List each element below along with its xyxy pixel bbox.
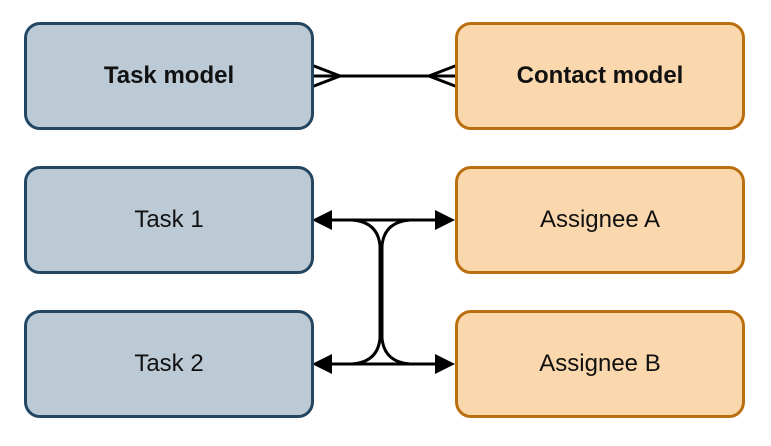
task-2-label: Task 2	[134, 350, 204, 377]
assignee-b-node[interactable]: Assignee B	[455, 310, 745, 418]
crows-foot-left-icon	[312, 64, 345, 88]
arrow-left-task1-icon	[312, 210, 332, 230]
contact-model-label: Contact model	[516, 62, 684, 89]
instance-relationship-connectors	[326, 218, 441, 366]
arrow-right-assigneeB-icon	[435, 354, 455, 374]
task-model-label: Task model	[103, 62, 235, 89]
arrow-left-task2-icon	[312, 354, 332, 374]
arrow-right-assigneeA-icon	[435, 210, 455, 230]
contact-model-node[interactable]: Contact model	[455, 22, 745, 130]
task-1-node[interactable]: Task 1	[24, 166, 314, 274]
task-2-node[interactable]: Task 2	[24, 310, 314, 418]
assignee-a-label: Assignee A	[539, 206, 661, 233]
arrowheads	[312, 210, 455, 374]
connector-curve-left	[351, 218, 382, 366]
crows-foot-right-icon	[424, 64, 457, 88]
assignee-b-label: Assignee B	[539, 350, 661, 377]
task-1-label: Task 1	[134, 206, 204, 233]
task-model-node[interactable]: Task model	[24, 22, 314, 130]
assignee-a-node[interactable]: Assignee A	[455, 166, 745, 274]
model-relationship-connector	[312, 64, 457, 88]
connector-curve-right	[380, 218, 411, 366]
